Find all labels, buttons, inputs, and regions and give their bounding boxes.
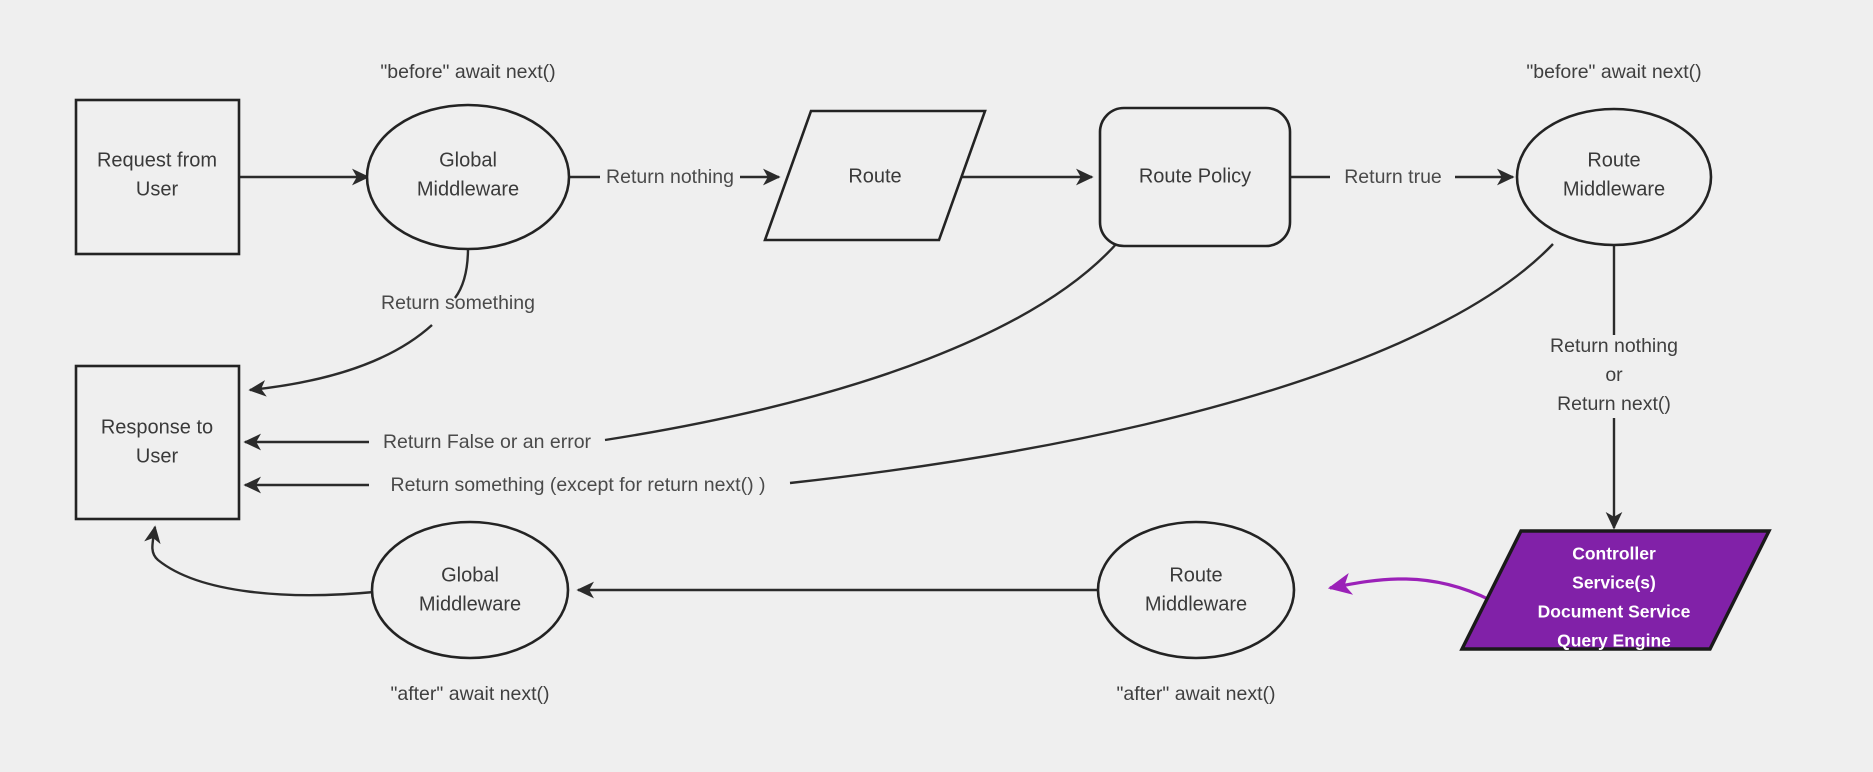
route-middleware-top-label-line1: Route	[1587, 149, 1640, 171]
route-middleware-bottom-label-line2: Middleware	[1145, 593, 1247, 615]
request-from-user-label-line2: User	[136, 178, 179, 200]
node-route-middleware-top[interactable]: Route Middleware	[1515, 107, 1713, 247]
edge-route-middleware-to-response: Return something (except for return next…	[243, 243, 1554, 496]
annotation-after-await-next-global: "after" await next()	[390, 683, 549, 705]
route-middleware-top-ellipse[interactable]	[1515, 107, 1713, 247]
annotation-before-await-next-route: "before" await next()	[1526, 61, 1701, 83]
annotation-before-await-next-global: "before" await next()	[380, 61, 555, 83]
edge-label-return-nothing-or-next-2: or	[1605, 364, 1623, 386]
controller-services-label-line1: Controller	[1572, 544, 1656, 564]
edge-controller-to-route-middleware-bottom	[1327, 572, 1491, 602]
global-middleware-bottom-ellipse[interactable]	[370, 520, 570, 660]
edge-label-return-something: Return something	[381, 292, 535, 314]
controller-services-parallelogram[interactable]	[1459, 529, 1772, 651]
request-from-user-label-line1: Request from	[97, 149, 217, 171]
node-route-policy[interactable]: Route Policy	[1098, 106, 1292, 248]
edge-purple-curve	[1327, 572, 1491, 602]
request-from-user-box[interactable]	[74, 98, 241, 256]
global-middleware-top-label-line1: Global	[439, 149, 497, 171]
controller-services-label-line2: Service(s)	[1572, 573, 1656, 593]
route-parallelogram[interactable]	[763, 109, 987, 242]
edge-global-middleware-to-route: Return nothing	[568, 166, 781, 188]
edge-route-policy-to-route-middleware: Return true	[1290, 166, 1515, 188]
edge-global-middleware-to-response: Return something	[248, 247, 535, 397]
edge-label-return-true: Return true	[1344, 166, 1442, 188]
route-policy-label: Route Policy	[1139, 165, 1251, 187]
global-middleware-bottom-label-line1: Global	[441, 564, 499, 586]
edge-curve-right	[789, 243, 1554, 485]
node-global-middleware-bottom[interactable]: Global Middleware	[370, 520, 570, 660]
route-label: Route	[848, 165, 901, 187]
edge-label-return-false-or-error: Return False or an error	[383, 431, 592, 453]
controller-services-label-line4: Query Engine	[1557, 631, 1671, 651]
controller-services-label-line3: Document Service	[1538, 602, 1691, 622]
edge-curve-upper	[454, 247, 470, 299]
edge-curve-right	[604, 241, 1119, 442]
route-middleware-top-label-line2: Middleware	[1563, 178, 1665, 200]
edge-label-return-nothing-or-next-1: Return nothing	[1550, 335, 1678, 357]
node-global-middleware-top[interactable]: Global Middleware	[365, 103, 571, 251]
response-to-user-label-line1: Response to	[101, 416, 213, 438]
node-response-to-user[interactable]: Response to User	[74, 364, 241, 521]
route-policy-box[interactable]	[1098, 106, 1292, 248]
node-route-middleware-bottom[interactable]: Route Middleware	[1096, 520, 1296, 660]
edge-route-policy-to-response: Return False or an error	[243, 241, 1119, 453]
edge-label-return-nothing-or-next-3: Return next()	[1557, 393, 1671, 415]
node-route[interactable]: Route	[763, 109, 987, 242]
route-middleware-bottom-label-line1: Route	[1169, 564, 1222, 586]
route-middleware-bottom-ellipse[interactable]	[1096, 520, 1296, 660]
global-middleware-bottom-label-line2: Middleware	[419, 593, 521, 615]
edge-route-middleware-to-controller: Return nothing or Return next()	[1550, 245, 1678, 530]
annotation-after-await-next-route: "after" await next()	[1116, 683, 1275, 705]
global-middleware-top-ellipse[interactable]	[365, 103, 571, 251]
edge-global-middleware-bottom-to-response	[144, 525, 375, 597]
response-to-user-label-line2: User	[136, 445, 179, 467]
edge-curve	[144, 525, 375, 597]
edge-label-return-nothing: Return nothing	[606, 166, 734, 188]
response-to-user-box[interactable]	[74, 364, 241, 521]
node-request-from-user[interactable]: Request from User	[74, 98, 241, 256]
edge-label-return-something-except-next: Return something (except for return next…	[391, 474, 766, 496]
node-controller-services[interactable]: Controller Service(s) Document Service Q…	[1459, 529, 1772, 651]
edge-curve-lower	[248, 324, 433, 397]
global-middleware-top-label-line2: Middleware	[417, 178, 519, 200]
